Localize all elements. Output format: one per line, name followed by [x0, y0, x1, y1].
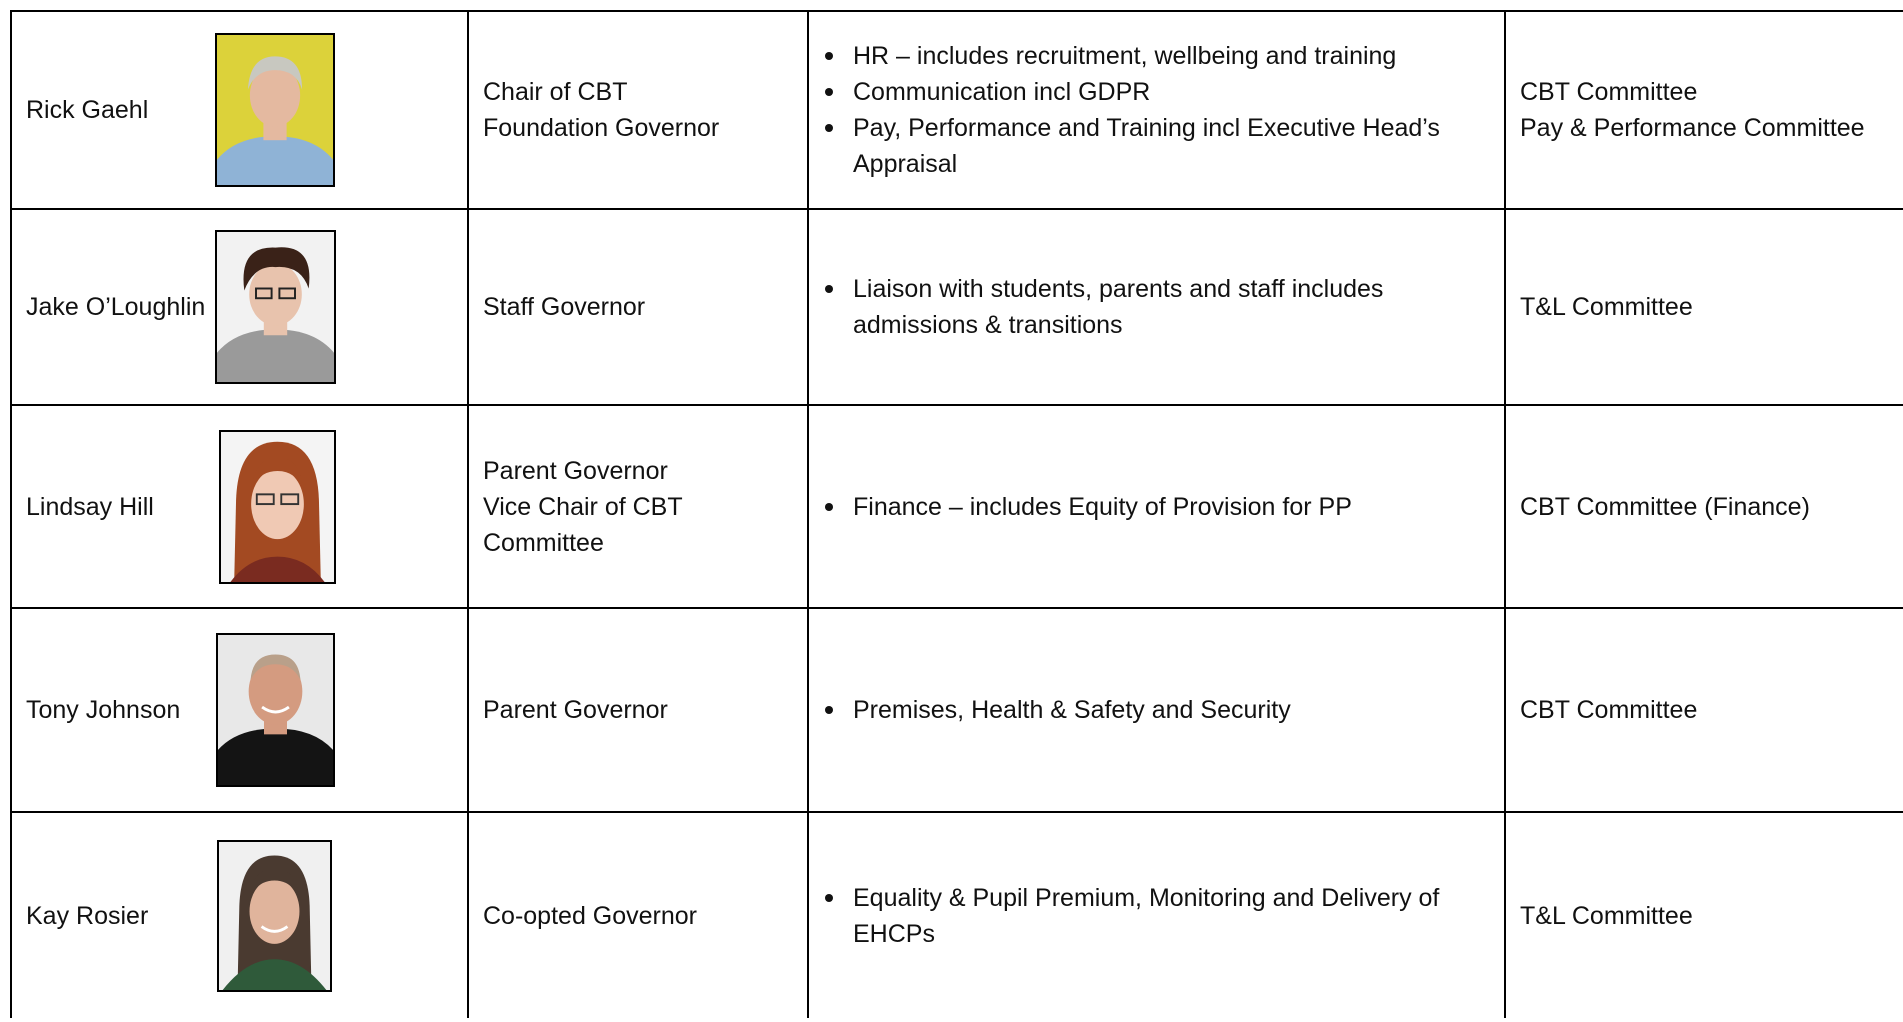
- table-row: Tony Johnson Parent Governor: [10, 607, 1903, 813]
- role-cell: Parent Governor Vice Chair of CBT Commit…: [467, 404, 809, 609]
- portrait-photo-icon: [217, 232, 334, 382]
- committee-cell: T&L Committee: [1504, 208, 1903, 406]
- role-line: Staff Governor: [483, 293, 646, 321]
- role-cell: Co-opted Governor: [467, 811, 809, 1018]
- committee-line: CBT Committee (Finance): [1520, 492, 1810, 521]
- committee-cell: CBT Committee: [1504, 607, 1903, 813]
- portrait-photo-icon: [218, 635, 333, 785]
- list-item: Communication incl GDPR: [819, 74, 1490, 110]
- responsibilities-cell: Premises, Health & Safety and Security: [807, 607, 1506, 813]
- role-line: Foundation Governor: [483, 114, 720, 142]
- role-line: Vice Chair of CBT Committee: [483, 492, 683, 557]
- role-line: Chair of CBT: [483, 78, 628, 106]
- name-cell: Jake O’Loughlin: [10, 208, 469, 406]
- committee-cell: CBT Committee (Finance): [1504, 404, 1903, 609]
- name-cell: Lindsay Hill: [10, 404, 469, 609]
- table-row: Lindsay Hill Parent Governor Vice Chair: [10, 404, 1903, 609]
- table-row: Rick Gaehl Chair of CBT Foundation Gover…: [10, 10, 1903, 210]
- responsibilities-list: Liaison with students, parents and staff…: [819, 271, 1490, 343]
- responsibilities-cell: Liaison with students, parents and staff…: [807, 208, 1506, 406]
- committee-line: CBT Committee: [1520, 696, 1698, 724]
- governor-name: Jake O’Loughlin: [26, 293, 206, 321]
- responsibilities-list: HR – includes recruitment, wellbeing and…: [819, 38, 1490, 182]
- list-item: Equality & Pupil Premium, Monitoring and…: [819, 880, 1490, 952]
- governor-name: Rick Gaehl: [26, 96, 149, 124]
- role-cell: Staff Governor: [467, 208, 809, 406]
- committee-line: T&L Committee: [1520, 293, 1693, 321]
- name-cell: Kay Rosier: [10, 811, 469, 1018]
- portrait-photo-icon: [221, 431, 334, 582]
- name-cell: Tony Johnson: [10, 607, 469, 813]
- role-cell: Parent Governor: [467, 607, 809, 813]
- responsibilities-list: Equality & Pupil Premium, Monitoring and…: [819, 880, 1490, 952]
- committee-line: T&L Committee: [1520, 901, 1693, 930]
- governor-name: Tony Johnson: [26, 696, 181, 724]
- list-item: Finance – includes Equity of Provision f…: [819, 489, 1490, 525]
- governor-name: Kay Rosier: [26, 901, 149, 930]
- table-row: Kay Rosier Co-opted Governor: [10, 811, 1903, 1018]
- responsibilities-list: Finance – includes Equity of Provision f…: [819, 489, 1490, 525]
- governors-table: Rick Gaehl Chair of CBT Foundation Gover…: [10, 10, 1903, 1018]
- committee-line: Pay & Performance Committee: [1520, 114, 1865, 142]
- governor-photo: [215, 230, 336, 384]
- role-line: Parent Governor: [483, 456, 668, 485]
- committee-cell: CBT Committee Pay & Performance Committe…: [1504, 10, 1903, 210]
- governor-photo: [215, 33, 335, 187]
- list-item: Pay, Performance and Training incl Execu…: [819, 110, 1490, 182]
- governor-photo: [219, 429, 336, 584]
- portrait-photo-icon: [219, 841, 330, 990]
- list-item: Premises, Health & Safety and Security: [819, 692, 1490, 728]
- committee-cell: T&L Committee: [1504, 811, 1903, 1018]
- role-cell: Chair of CBT Foundation Governor: [467, 10, 809, 210]
- table-row: Jake O’Loughlin Staff Governor: [10, 208, 1903, 406]
- responsibilities-list: Premises, Health & Safety and Security: [819, 692, 1490, 728]
- governor-name: Lindsay Hill: [26, 492, 154, 521]
- role-line: Co-opted Governor: [483, 901, 698, 930]
- name-cell: Rick Gaehl: [10, 10, 469, 210]
- list-item: Liaison with students, parents and staff…: [819, 271, 1490, 343]
- list-item: HR – includes recruitment, wellbeing and…: [819, 38, 1490, 74]
- committee-line: CBT Committee: [1520, 78, 1698, 106]
- role-line: Parent Governor: [483, 696, 668, 724]
- governor-photo: [216, 633, 335, 787]
- governor-photo: [217, 839, 332, 992]
- portrait-photo-icon: [217, 35, 333, 185]
- responsibilities-cell: Finance – includes Equity of Provision f…: [807, 404, 1506, 609]
- responsibilities-cell: HR – includes recruitment, wellbeing and…: [807, 10, 1506, 210]
- responsibilities-cell: Equality & Pupil Premium, Monitoring and…: [807, 811, 1506, 1018]
